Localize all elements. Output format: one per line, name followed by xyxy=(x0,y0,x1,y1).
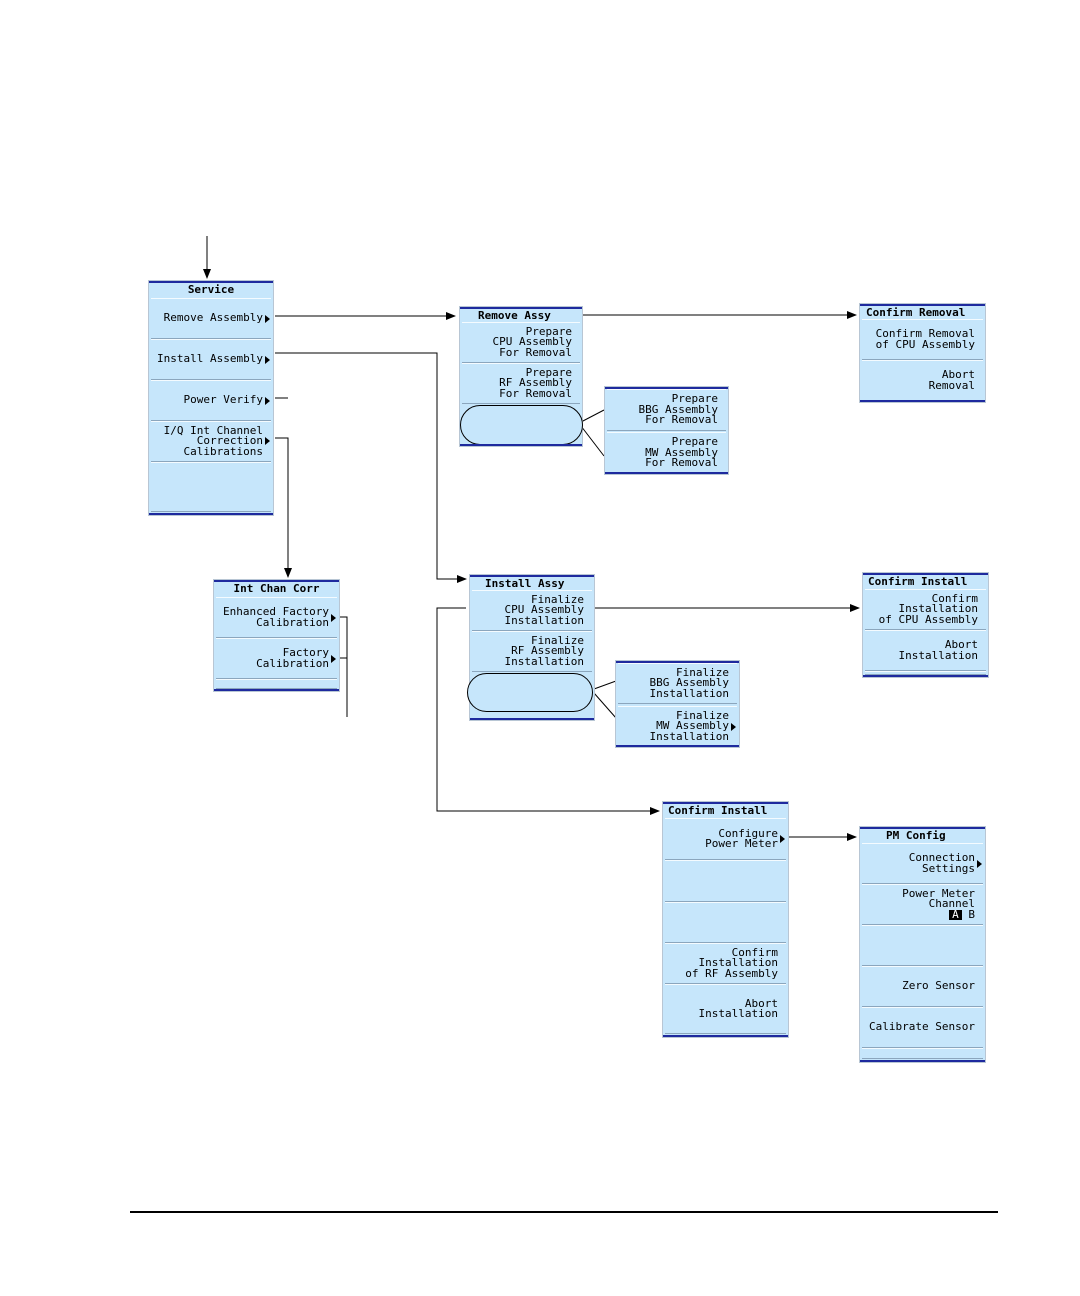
footer-rule xyxy=(130,1211,998,1213)
menu-title: Confirm Install xyxy=(863,575,988,589)
channel-b-option: B xyxy=(968,907,975,921)
empty-key[interactable] xyxy=(665,860,786,902)
menu-title: Install Assy xyxy=(470,577,594,591)
menu-title: Int Chan Corr xyxy=(214,582,339,596)
submenu-arrow-icon xyxy=(331,655,336,663)
menu-title: Confirm Removal xyxy=(860,306,985,320)
submenu-arrow-icon xyxy=(265,437,270,445)
menu-title: PM Config xyxy=(860,829,985,843)
submenu-arrow-icon xyxy=(265,397,270,405)
assembly-option-slot[interactable] xyxy=(467,673,593,712)
factory-cal-bracket xyxy=(337,616,348,717)
menu-title: Service xyxy=(149,283,273,297)
empty-key[interactable] xyxy=(862,1048,983,1059)
empty-key[interactable] xyxy=(216,679,337,689)
empty-key[interactable] xyxy=(865,671,986,675)
empty-key[interactable] xyxy=(665,902,786,943)
remove-assembly-key[interactable]: Remove Assembly xyxy=(151,298,271,339)
empty-key[interactable] xyxy=(862,925,983,966)
install-assembly-key[interactable]: Install Assembly xyxy=(151,339,271,380)
menu-title: Confirm Install xyxy=(663,804,788,818)
menu-title: Remove Assy xyxy=(460,309,582,323)
submenu-arrow-icon xyxy=(265,315,270,323)
calibrate-sensor-key[interactable]: Calibrate Sensor xyxy=(862,1007,983,1048)
submenu-arrow-icon xyxy=(977,860,982,868)
empty-key[interactable] xyxy=(151,462,271,512)
arrow-to-install-assy xyxy=(275,352,467,583)
arrow-to-int-chan-corr xyxy=(275,437,292,578)
channel-a-selected: A xyxy=(949,909,962,921)
assembly-option-slot[interactable] xyxy=(460,405,583,445)
service-menu: Service Remove Assembly Install Assembly… xyxy=(148,280,274,516)
submenu-arrow-icon xyxy=(780,835,785,843)
zero-sensor-key[interactable]: Zero Sensor xyxy=(862,966,983,1007)
submenu-arrow-icon xyxy=(331,614,336,622)
submenu-arrow-icon xyxy=(731,723,736,731)
power-verify-key[interactable]: Power Verify xyxy=(151,380,271,421)
arrow-to-confirm-install-rf xyxy=(436,607,660,815)
submenu-arrow-icon xyxy=(265,356,270,364)
